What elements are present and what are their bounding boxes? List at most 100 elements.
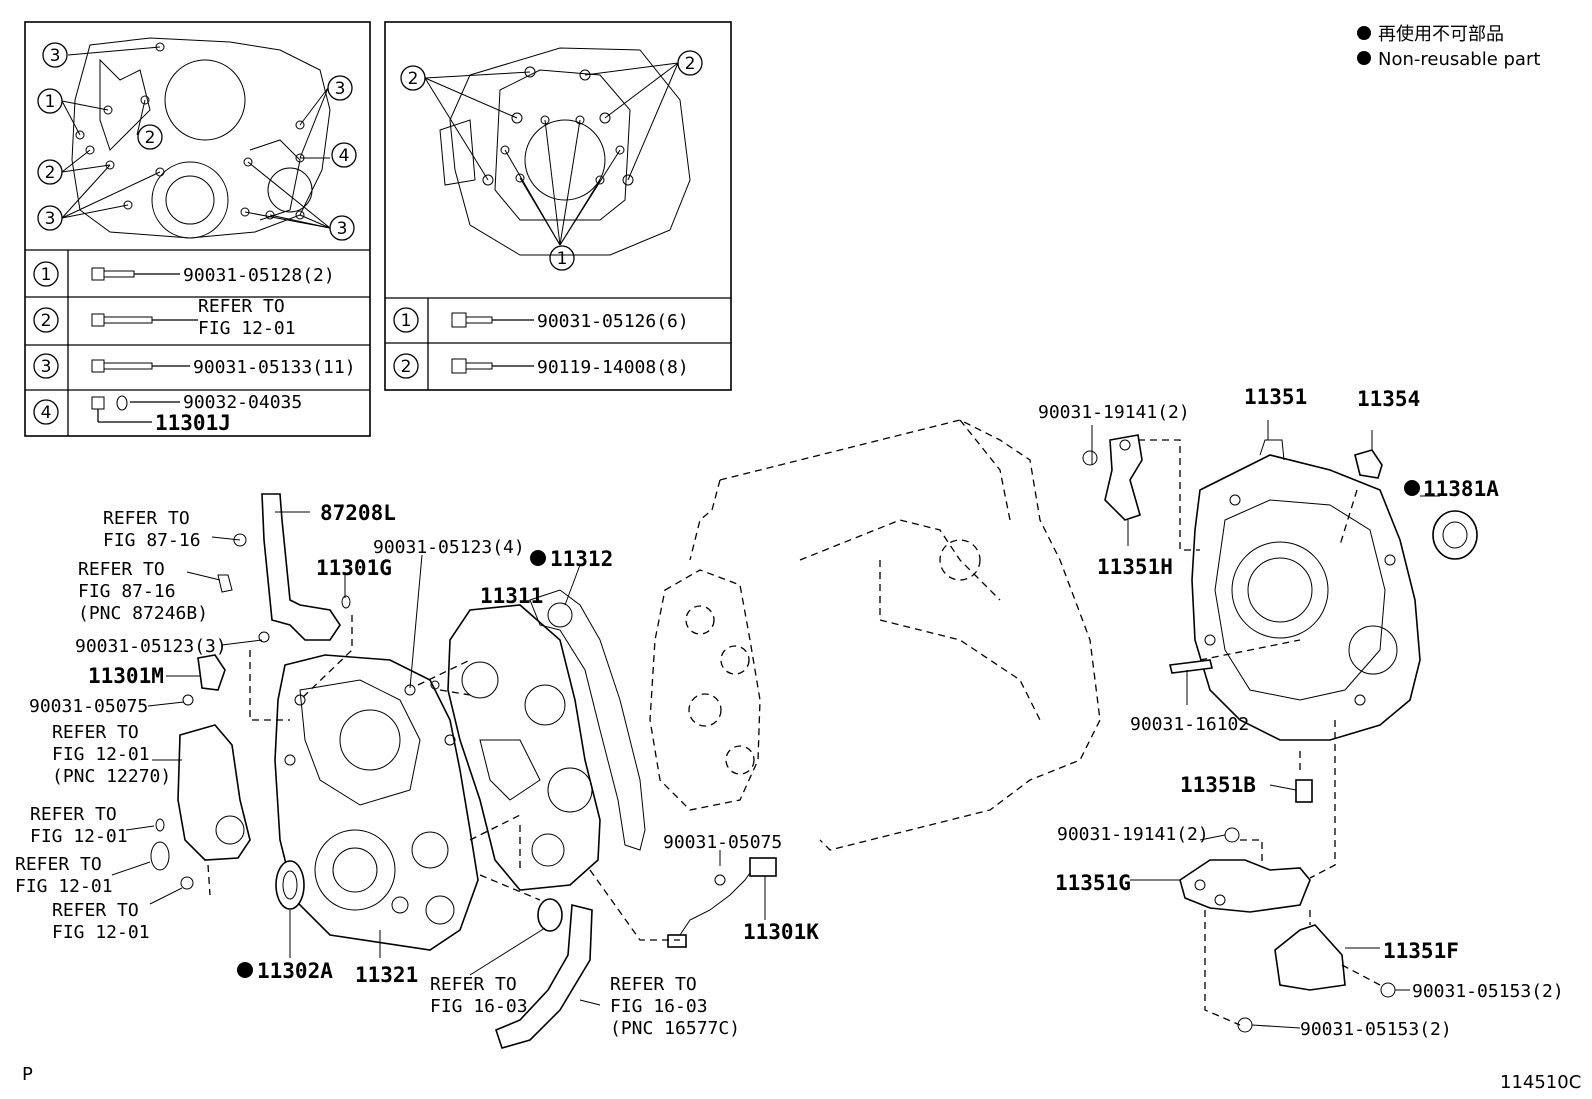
timing-gear-case-11321	[274, 654, 479, 951]
refer-label: FIG 12-01	[52, 744, 150, 765]
refer-fig: FIG 12-01	[198, 318, 296, 339]
label-11354: 11354	[1357, 387, 1420, 411]
refer-label: REFER TO	[78, 559, 165, 580]
refer-label: FIG 12-01	[30, 826, 128, 847]
callout-number: 2	[408, 69, 419, 89]
callout-number: 2	[145, 128, 156, 148]
label-11351F: 11351F	[1383, 939, 1459, 963]
label-11301G: 11301G	[316, 556, 392, 580]
refer-label: REFER TO	[52, 900, 139, 921]
label-90031-05153-b: 90031-05153(2)	[1300, 1019, 1452, 1040]
speed-sensor-11301K	[667, 857, 777, 948]
refer-label: (PNC 12270)	[52, 766, 171, 787]
bolt-icon	[91, 359, 153, 373]
label-90031-05075-right: 90031-05075	[663, 832, 782, 853]
refer-label: REFER TO	[610, 974, 697, 995]
bolt-icon	[91, 267, 135, 281]
water-inlet-pipe	[495, 898, 593, 1049]
label-11311: 11311	[480, 584, 543, 608]
refer-label: FIG 12-01	[52, 922, 150, 943]
oil-seal-11302A	[275, 860, 305, 910]
bolt-detail-panel-1: 3 1 2 2 3 3 4 3 1 90031-05128(2)	[24, 21, 371, 437]
part-number: 90031-05133(11)	[193, 357, 356, 378]
part-number: 90032-04035	[183, 392, 302, 413]
callout-number: 2	[685, 54, 696, 74]
refer-text: REFER TO	[198, 296, 285, 317]
label-90031-19141-bottom: 90031-19141(2)	[1057, 824, 1209, 845]
legend-en: Non-reusable part	[1378, 49, 1540, 70]
water-pipe-87208L	[217, 493, 351, 641]
label-11301K: 11301K	[743, 920, 819, 944]
refer-label: FIG 16-03	[610, 996, 708, 1017]
bolt-icon	[451, 312, 493, 328]
bolt-icon	[451, 358, 493, 374]
non-reusable-dot-icon	[237, 962, 253, 978]
refer-label: REFER TO	[430, 974, 517, 995]
refer-label: (PNC 16577C)	[610, 1018, 740, 1039]
gasket-11312	[529, 589, 646, 851]
non-reusable-dot-icon	[1404, 480, 1420, 496]
engine-front-plate-11301	[649, 569, 761, 811]
part-number: 90119-14008(8)	[537, 357, 689, 378]
label-11351: 11351	[1244, 385, 1307, 409]
drain-plug-11351B	[1295, 779, 1313, 803]
label-11351G: 11351G	[1055, 871, 1131, 895]
refer-label: REFER TO	[52, 722, 139, 743]
label-11351H: 11351H	[1097, 555, 1173, 579]
flywheel-housing-11351	[1191, 439, 1421, 741]
legend: 再使用不可部品 Non-reusable part	[1357, 24, 1540, 70]
row-number: 4	[41, 403, 52, 423]
part-number: 90031-05128(2)	[183, 265, 335, 286]
row-number: 2	[401, 357, 412, 377]
part-number: 90031-05126(6)	[537, 311, 689, 332]
bolt-table-1: 1 90031-05128(2) 2 REFER TO FIG 12-01 3 …	[33, 261, 356, 435]
row-number: 1	[401, 311, 412, 331]
engine-block-outline	[689, 419, 1101, 851]
row-number: 3	[41, 357, 52, 377]
dowel-pin-11354	[1354, 449, 1383, 479]
sensor-bracket-11301M	[182, 631, 270, 706]
row-number: 2	[41, 311, 52, 331]
refer-label: (PNC 87246B)	[78, 603, 208, 624]
bolt-detail-panel-2: 2 2 1 1 90031-05126(6) 2 90119-14008(8)	[384, 21, 732, 391]
label-87208L: 87208L	[320, 501, 396, 525]
refer-label: FIG 16-03	[430, 996, 528, 1017]
label-90031-05153-a: 90031-05153(2)	[1412, 981, 1564, 1002]
bracket-11351H	[1082, 434, 1143, 521]
label-11381A: 11381A	[1423, 477, 1499, 501]
label-11312: 11312	[550, 547, 613, 571]
oil-seal-11381A	[1432, 510, 1478, 560]
non-reusable-dot-icon	[1357, 26, 1371, 40]
refer-label: FIG 12-01	[15, 876, 113, 897]
legend-jp: 再使用不可部品	[1378, 24, 1504, 45]
callout-number: 3	[50, 46, 61, 66]
label-90031-19141-top: 90031-19141(2)	[1038, 402, 1190, 423]
label-90031-05075-left: 90031-05075	[29, 696, 148, 717]
callout-number: 3	[45, 209, 56, 229]
stud-icon	[91, 395, 128, 411]
callout-number: 2	[45, 163, 56, 183]
figure-id: 114510C	[1500, 1072, 1581, 1093]
part-labels: 90031-19141(2) 11351 11354 11381A 11351H…	[15, 385, 1564, 1040]
refer-label: REFER TO	[103, 508, 190, 529]
non-reusable-dot-icon	[1357, 51, 1371, 65]
timing-cover-11311	[447, 604, 601, 891]
label-11321: 11321	[355, 963, 418, 987]
refer-label: FIG 87-16	[78, 581, 176, 602]
non-reusable-dot-icon	[530, 550, 546, 566]
callout-number: 1	[45, 92, 56, 112]
page-mark: P	[22, 1064, 33, 1085]
label-11301M: 11301M	[88, 664, 164, 688]
callout-number: 1	[557, 249, 568, 269]
refer-label: FIG 87-16	[103, 530, 201, 551]
refer-label: REFER TO	[15, 854, 102, 875]
label-11351B: 11351B	[1180, 773, 1256, 797]
callout-number: 3	[335, 79, 346, 99]
label-90031-16102: 90031-16102	[1130, 714, 1249, 735]
callout-number: 4	[339, 146, 350, 166]
oil-pump-housing	[150, 724, 251, 890]
refer-label: REFER TO	[30, 804, 117, 825]
bolt-icon	[91, 313, 153, 327]
label-90031-05123-4: 90031-05123(4)	[373, 537, 525, 558]
